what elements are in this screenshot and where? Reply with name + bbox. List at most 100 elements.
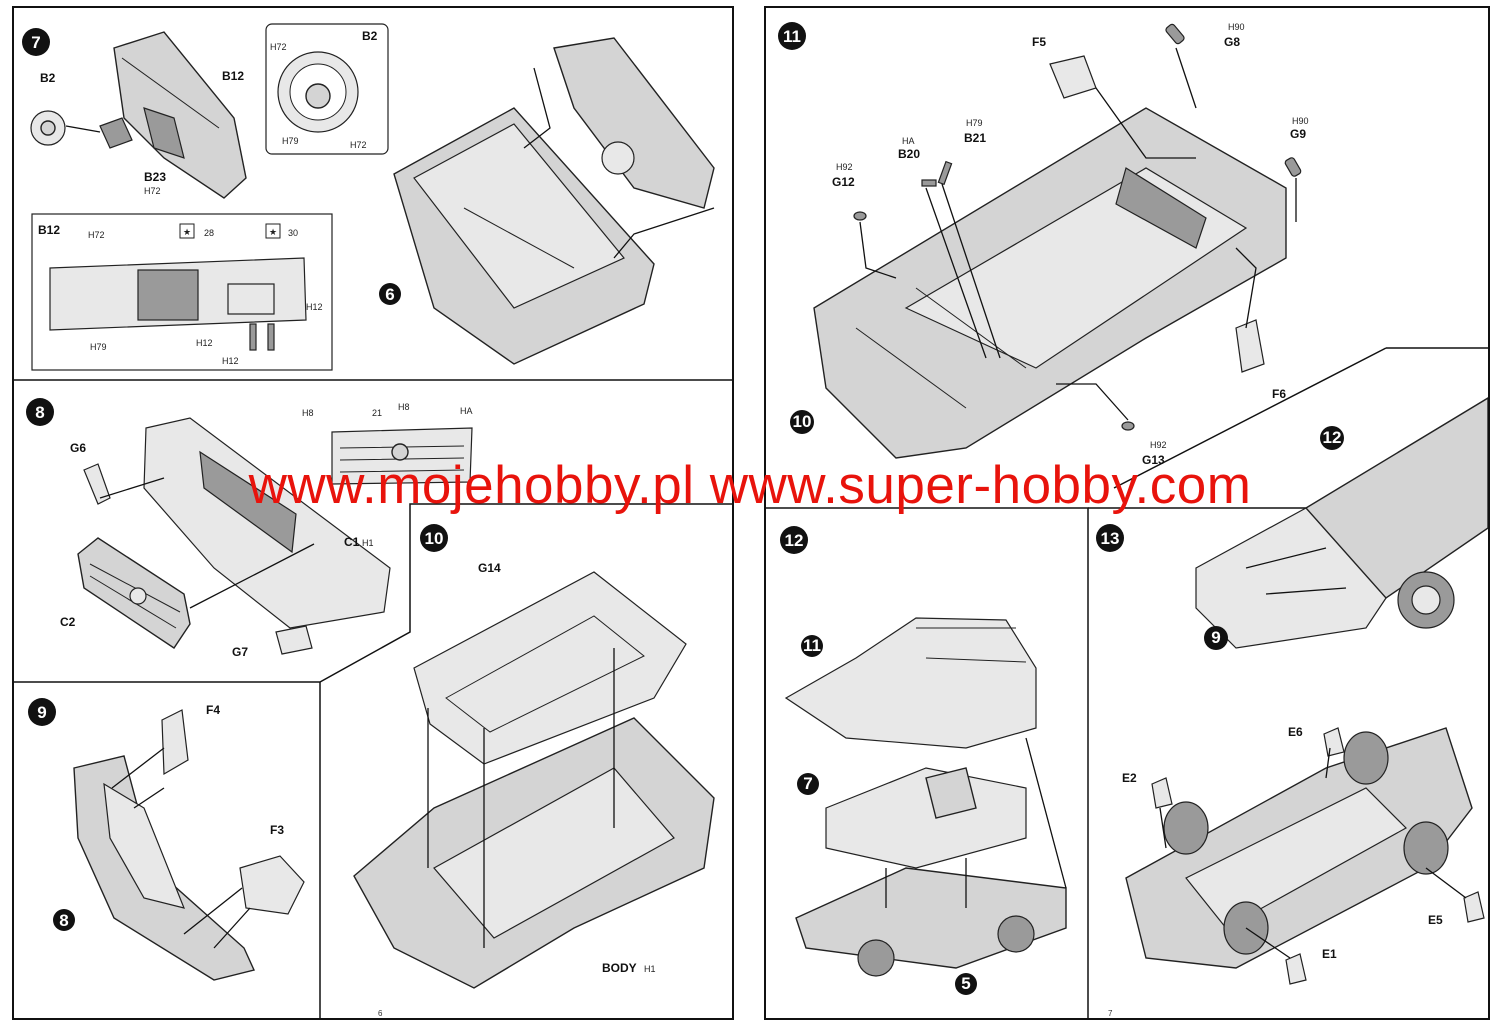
lamp-f6: [1235, 319, 1265, 373]
label-g14: G14: [478, 561, 501, 575]
chassis-assembly: [795, 867, 1067, 977]
label-b23: B23: [144, 170, 166, 184]
step7-number: 7: [31, 33, 40, 52]
label-f4: F4: [206, 703, 220, 717]
mudflap-e2: [1151, 777, 1173, 809]
marker-g13: [1121, 421, 1135, 431]
detail-color-c: H12: [196, 338, 213, 348]
label-f3: F3: [270, 823, 284, 837]
dashboard-assembled: [553, 37, 715, 209]
label-b23-color: H72: [144, 186, 161, 196]
fog-lamp-f3: [239, 855, 305, 915]
label-e6: E6: [1288, 725, 1303, 739]
lamp-f5: [1049, 55, 1097, 99]
grille-color-2: H8: [398, 402, 410, 412]
marker-g9: [1284, 157, 1302, 177]
marker-g12: [853, 211, 867, 221]
interior-assembly: [825, 767, 1027, 869]
step10-badge: 10: [420, 524, 448, 552]
indicator-part-g6: [83, 463, 111, 505]
label-g9-color: H90: [1292, 116, 1309, 126]
label-b20-color: HA: [902, 136, 915, 146]
label-g12: G12: [832, 175, 855, 189]
step6-badge: 6: [379, 283, 401, 305]
decal-number-b: 30: [288, 228, 298, 238]
label-c1-color: H1: [362, 538, 374, 548]
detail-color-a: H72: [88, 230, 105, 240]
inset-label-b2: B2: [362, 29, 378, 43]
indicator-part-g7: [275, 625, 313, 655]
step12-chassis-ref: 5: [961, 974, 970, 993]
label-b2: B2: [40, 71, 56, 85]
label-c2: C2: [60, 615, 76, 629]
step8-number: 8: [35, 403, 44, 422]
fog-lamp-f4: [161, 709, 189, 776]
label-b21: B21: [964, 131, 986, 145]
dashboard-part: [113, 31, 247, 199]
step11-number: 11: [783, 27, 801, 46]
dashboard-detail-box: [31, 213, 333, 371]
inset-color-3: H72: [350, 140, 367, 150]
label-g13-color: H92: [1150, 440, 1167, 450]
divider-step8-lower: [14, 503, 732, 683]
bumper-assembly: [73, 755, 255, 981]
right-page-artwork: 11 F5 G8 H90 G9 H90 B20 HA B21 H79 G12: [766, 22, 1488, 1018]
car-ref: 12: [1323, 428, 1342, 447]
steering-wheel-small: [30, 110, 66, 146]
step9-badge: 9: [28, 698, 56, 726]
label-g8: G8: [1224, 35, 1240, 49]
inset-color-1: H72: [270, 42, 287, 52]
mudflap-e5: [1463, 891, 1485, 923]
body-underside: [813, 107, 1287, 459]
step12-badge: 12: [780, 526, 808, 554]
folio-right: 7: [1108, 1009, 1113, 1018]
step13-number: 13: [1101, 529, 1120, 548]
step12-interior-ref: 7: [803, 774, 812, 793]
step10-number: 10: [425, 529, 444, 548]
step9-ref-badge: 9: [1204, 626, 1228, 650]
detail-color-b: H79: [90, 342, 107, 352]
window-glass-g14: [413, 571, 687, 765]
steering-wheel-inset: [265, 23, 389, 155]
divider-diagonal: [1113, 347, 1387, 489]
step5-ref-badge: 5: [955, 973, 977, 995]
marker-g8: [1165, 23, 1185, 45]
left-page-artwork: 7 B2 B12 B23 H72 B2 H72 H79 H72 B12 H72 …: [14, 23, 732, 1018]
instruction-page-left: 7 B2 B12 B23 H72 B2 H72 H79 H72 B12 H72 …: [12, 6, 734, 1020]
detail-color-e: H12: [222, 356, 239, 366]
label-e1: E1: [1322, 947, 1337, 961]
mudflap-e1: [1285, 953, 1307, 985]
label-f5: F5: [1032, 35, 1046, 49]
detail-color-d: H12: [306, 302, 323, 312]
label-b20: B20: [898, 147, 920, 161]
assembled-car-front: [1195, 397, 1488, 649]
decal-star-b: ★: [265, 223, 281, 239]
folio-left: 6: [378, 1009, 383, 1018]
step12-number: 12: [785, 531, 804, 550]
label-e5: E5: [1428, 913, 1443, 927]
mudflap-e6: [1323, 727, 1345, 757]
step11-badge: 11: [778, 22, 806, 50]
grille-color-guide: [331, 427, 473, 485]
label-body: BODY: [602, 961, 637, 975]
label-c1: C1: [344, 535, 360, 549]
step7-badge: 7: [22, 28, 50, 56]
watermark-text: www.mojehobby.pl www.super-hobby.com: [248, 456, 1252, 515]
step9-number: 9: [37, 703, 46, 722]
detail-label-b12: B12: [38, 223, 60, 237]
label-e2: E2: [1122, 771, 1137, 785]
svg-text:★: ★: [269, 227, 277, 237]
column-part: [99, 117, 133, 149]
instruction-page-right: 11 F5 G8 H90 G9 H90 B20 HA B21 H79 G12: [764, 6, 1490, 1020]
step8-badge: 8: [26, 398, 54, 426]
front-ref: 9: [1211, 628, 1220, 647]
grille-color-3: HA: [460, 406, 473, 416]
label-f6: F6: [1272, 387, 1286, 401]
label-b12: B12: [222, 69, 244, 83]
floor-ref: 6: [385, 285, 394, 304]
step7-ref-badge: 7: [797, 773, 819, 795]
body-ref: 10: [793, 412, 812, 431]
inset-color-2: H79: [282, 136, 299, 146]
label-g13: G13: [1142, 453, 1165, 467]
svg-text:★: ★: [183, 227, 191, 237]
